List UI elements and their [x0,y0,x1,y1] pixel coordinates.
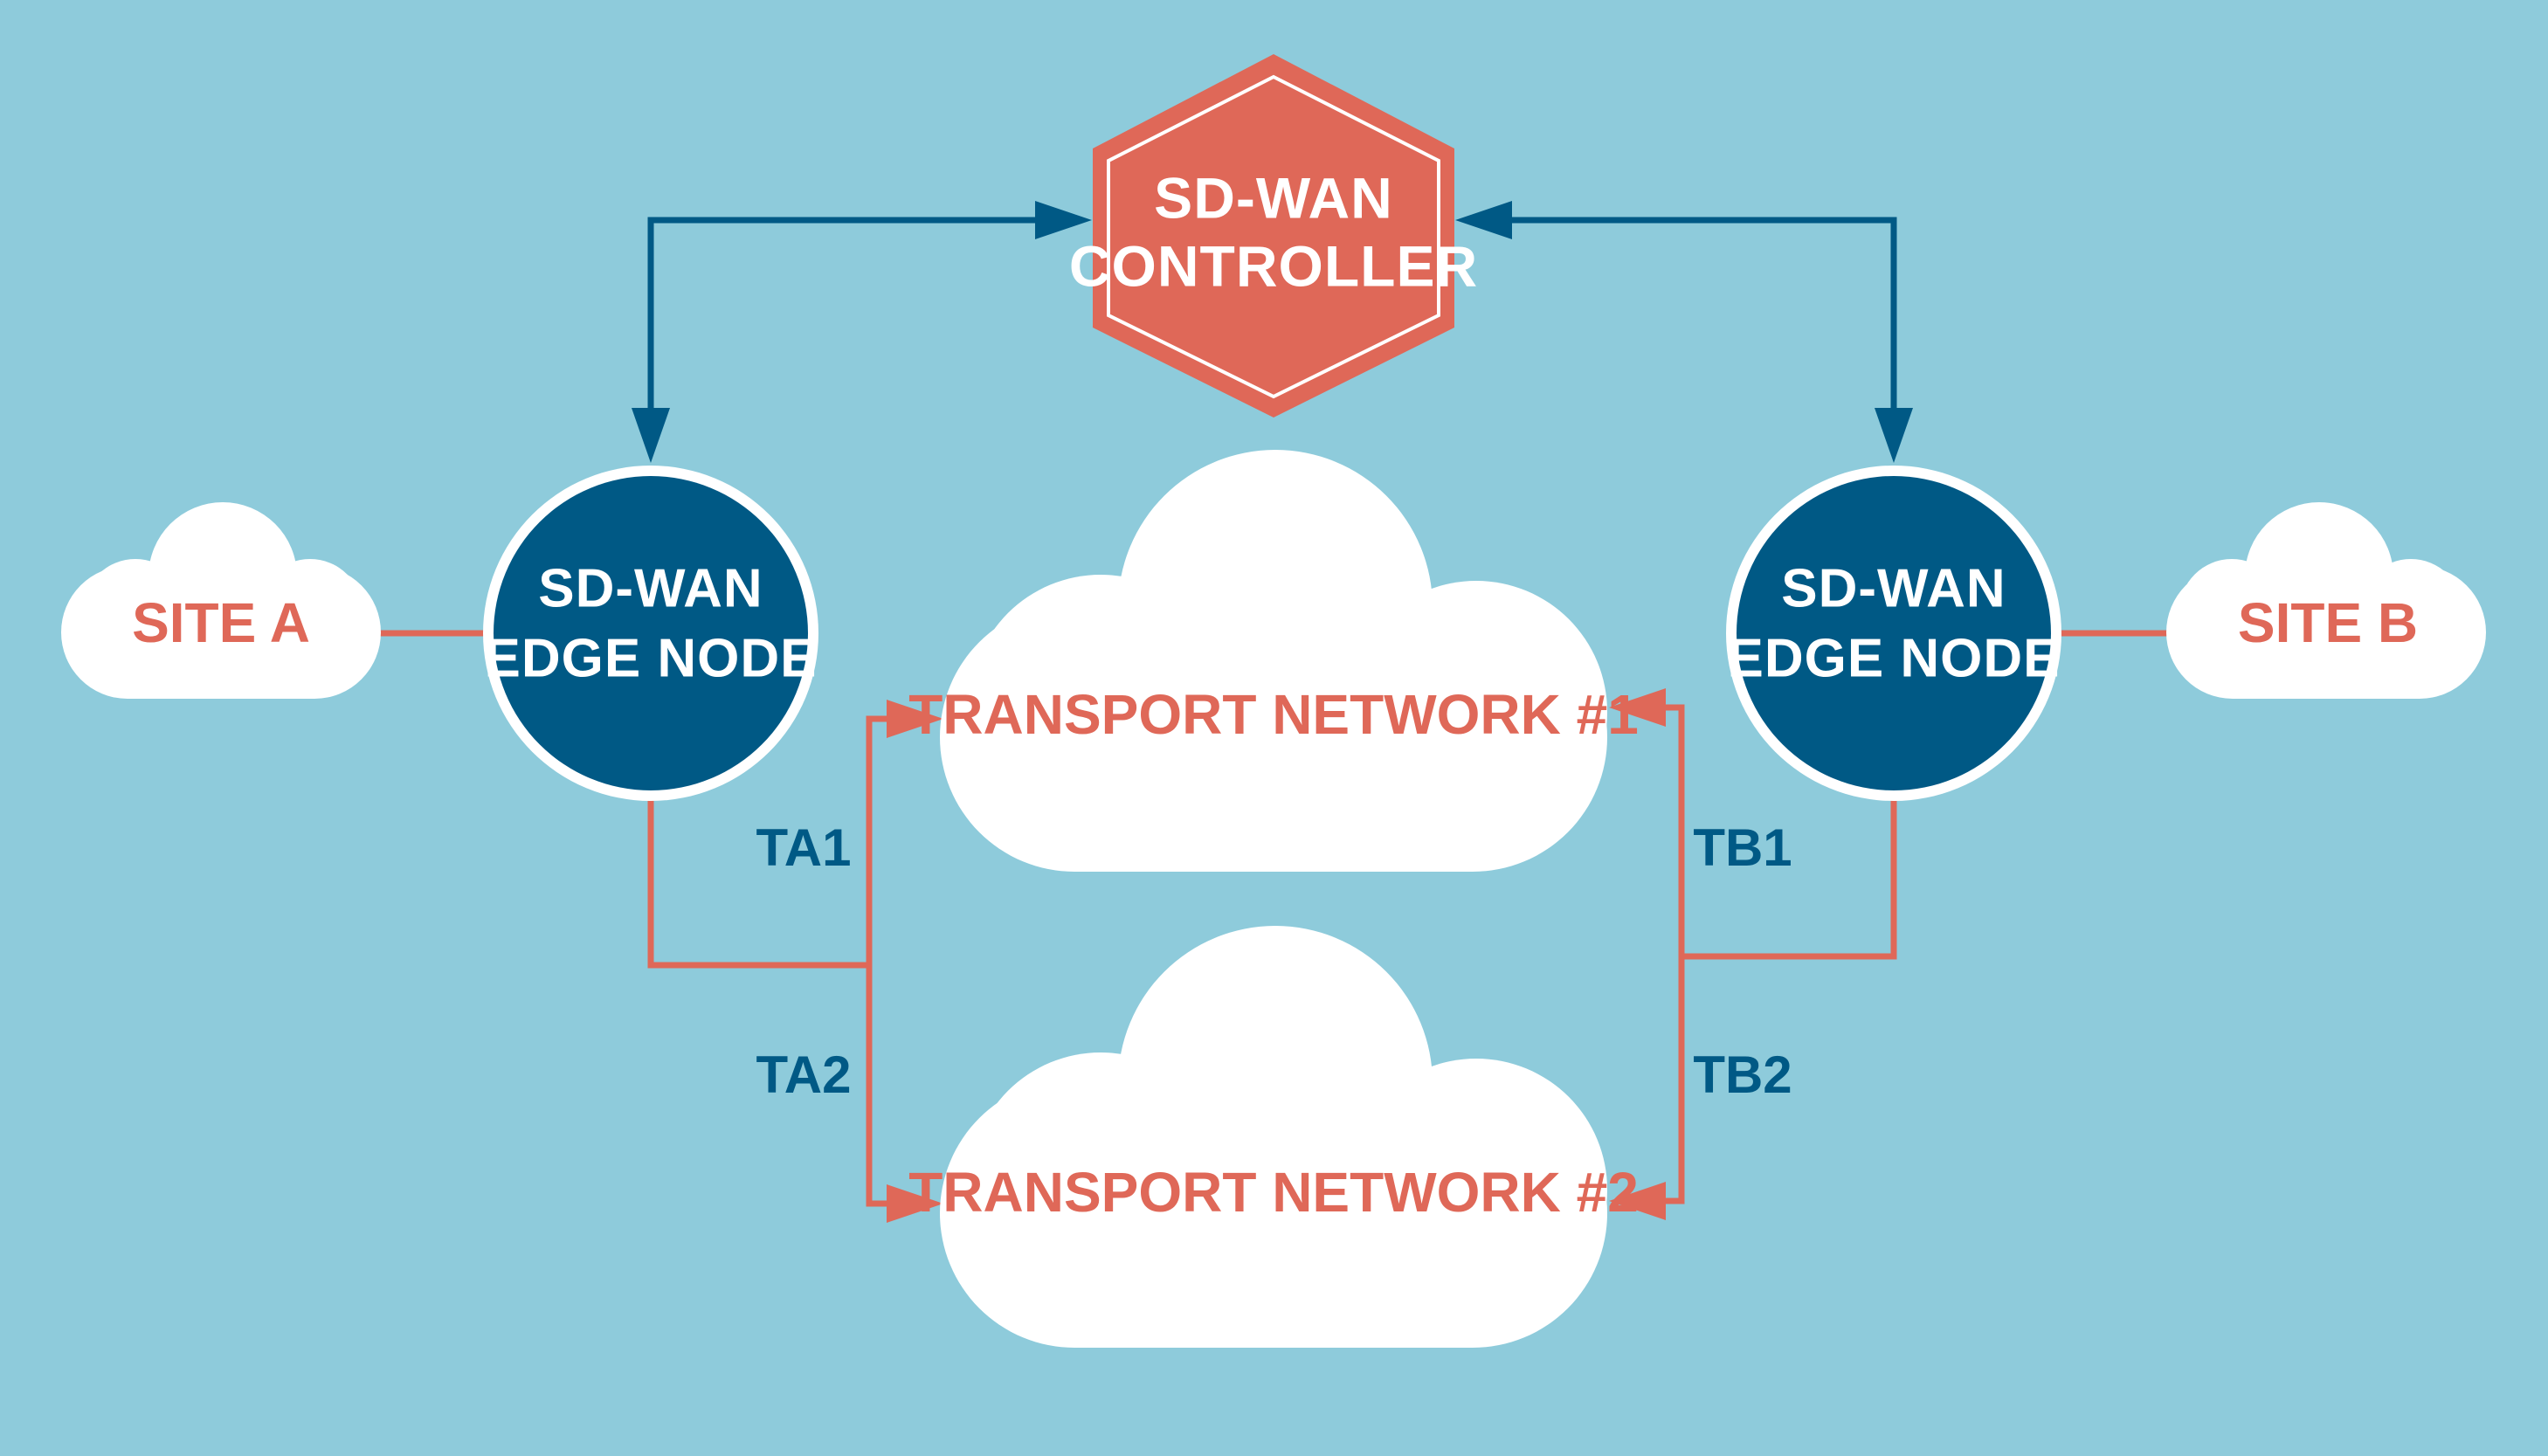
site-a-cloud: SITE A [61,502,381,699]
transport-1-cloud-puff-right [1345,581,1607,843]
transport-network-2-cloud: TRANSPORT NETWORK #2 [908,926,1639,1348]
transport-arrowheads [887,688,1666,1223]
site-b-label: SITE B [2238,591,2418,654]
edge-node-right: SD-WAN EDGE NODE [1726,466,2061,801]
link-left-trunk [647,797,869,969]
site-b-cloud: SITE B [2166,502,2486,699]
transport-network-2-label: TRANSPORT NETWORK #2 [908,1161,1639,1224]
arrowhead-edge-left [632,408,670,463]
link-right-trunk [1681,797,1897,960]
link-label-ta1: TA1 [756,818,852,877]
site-a-cloud-puff-right [258,559,363,664]
site-b-cloud-puff-top [2245,502,2393,651]
arrowhead-ta1 [887,700,943,738]
edge-node-right-circle [1737,476,2051,790]
controller-label-line2: CONTROLLER [1069,233,1478,298]
edge-node-right-label-line1: SD-WAN [1781,558,2006,618]
arrowhead-edge-right [1875,408,1913,463]
link-label-ta2: TA2 [756,1045,852,1104]
site-b-cloud-puff-right [2358,559,2463,664]
edge-node-left: SD-WAN EDGE NODE [483,466,818,801]
edge-node-left-label-line1: SD-WAN [538,558,763,618]
transport-network-1-label: TRANSPORT NETWORK #1 [908,683,1639,746]
transport-network-1-cloud: TRANSPORT NETWORK #1 [908,450,1639,872]
arrowhead-controller-left [1035,201,1092,239]
controller-node: SD-WAN CONTROLLER [1069,54,1478,417]
link-label-tb1: TB1 [1693,818,1792,877]
arrowhead-ta2 [887,1184,943,1223]
transport-2-cloud-puff-right [1345,1059,1607,1321]
controller-link-right [1495,217,1897,435]
controller-hexagon [1093,54,1454,417]
edge-node-left-circle [494,476,808,790]
arrowhead-tb2 [1609,1182,1666,1220]
arrowhead-tb1 [1609,688,1666,727]
controller-links [647,217,1897,435]
controller-link-left [647,217,1039,435]
edge-node-right-label-line2: EDGE NODE [1727,628,2060,688]
site-a-label: SITE A [132,591,310,654]
controller-hexagon-inner-outline [1107,74,1440,399]
controller-arrowheads [632,201,1913,463]
arrowhead-controller-right [1455,201,1512,239]
controller-label-line1: SD-WAN [1154,165,1393,230]
edge-node-left-label-line2: EDGE NODE [484,628,817,688]
link-label-tb2: TB2 [1693,1045,1792,1104]
